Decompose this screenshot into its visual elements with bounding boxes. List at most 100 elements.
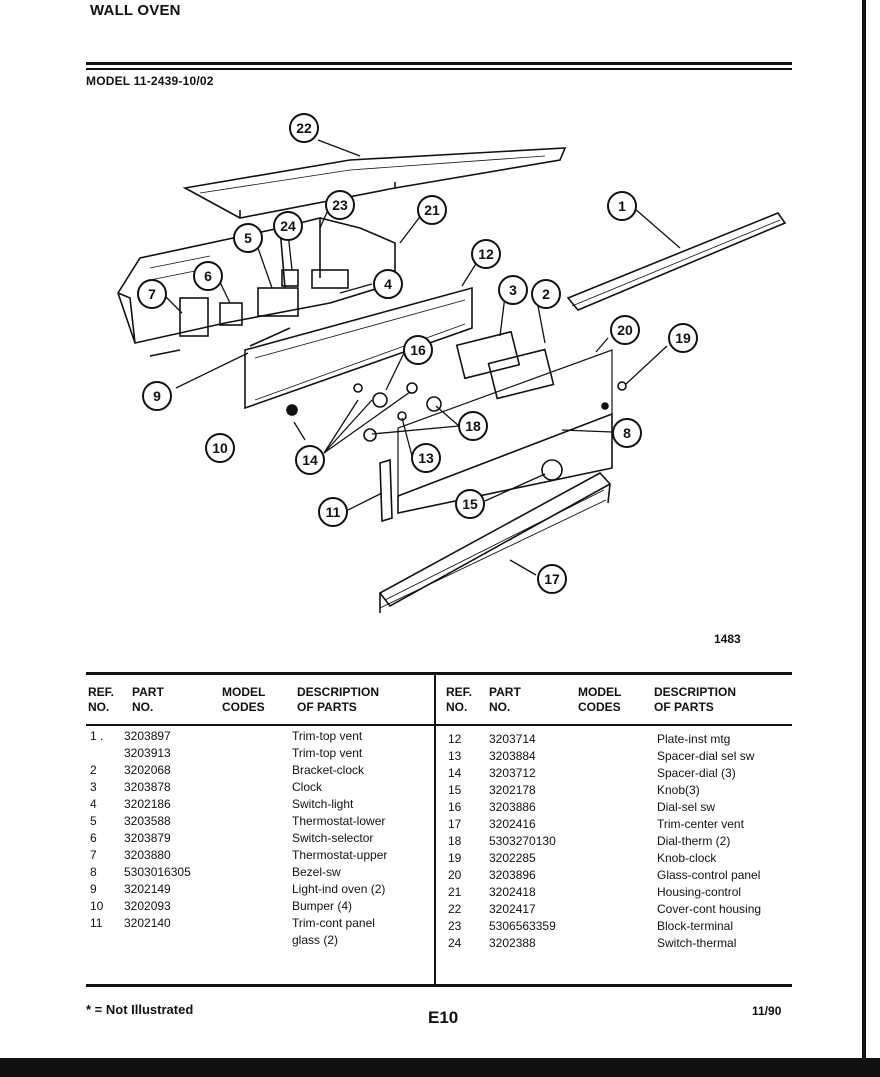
left-ref-cell: 10 — [90, 899, 104, 913]
callout-circle — [537, 564, 567, 594]
left-part-cell: 3202186 — [124, 797, 171, 811]
table-bottom-rule — [86, 984, 792, 987]
header-ref-right: REF.NO. — [446, 685, 473, 714]
left-part-cell: 3203879 — [124, 831, 171, 845]
right-desc-cell: Block-terminal — [657, 919, 734, 933]
callout-17: 17 — [537, 564, 567, 594]
model-number: MODEL 11-2439-10/02 — [86, 74, 214, 88]
scan-border-right — [862, 0, 866, 1077]
right-part-cell: 3203896 — [489, 868, 536, 882]
left-desc-cell: Light-ind oven (2) — [292, 882, 386, 896]
left-ref-cell: 3 — [90, 780, 97, 794]
callout-7: 7 — [137, 279, 167, 309]
left-part-cell: 3203913 — [124, 746, 171, 760]
callout-circle — [612, 418, 642, 448]
left-desc-cell: Trim-cont panel — [292, 916, 375, 930]
left-part-cell: 3202068 — [124, 763, 171, 777]
table-header-rule — [86, 724, 792, 726]
table-top-rule — [86, 672, 792, 675]
callout-circle — [411, 443, 441, 473]
callout-23: 23 — [325, 190, 355, 220]
callout-circle — [289, 113, 319, 143]
left-desc-cell: Trim-top vent — [292, 746, 363, 760]
left-ref-cell: 1 . — [90, 729, 104, 743]
left-desc-cell: Clock — [292, 780, 323, 794]
part-thermostat-lower — [257, 287, 299, 317]
callout-24: 24 — [273, 211, 303, 241]
callout-label: 8 — [623, 425, 631, 441]
callout-circle — [455, 489, 485, 519]
callout-circle — [142, 381, 172, 411]
header-rule-top — [86, 62, 792, 65]
callout-label: 6 — [204, 268, 212, 284]
right-part-cell: 3202417 — [489, 902, 536, 916]
left-ref-cell: 5 — [90, 814, 97, 828]
callout-22: 22 — [289, 113, 319, 143]
left-desc-cell: Bracket-clock — [292, 763, 365, 777]
part-trim-cont-panel — [379, 458, 393, 523]
right-desc-cell: Trim-center vent — [657, 817, 744, 831]
left-ref-cell: 8 — [90, 865, 97, 879]
callout-label: 9 — [153, 388, 161, 404]
callout-16: 16 — [403, 335, 433, 365]
callout-5: 5 — [233, 223, 263, 253]
page-title: WALL OVEN — [90, 2, 181, 19]
left-part-cell: 3203878 — [124, 780, 171, 794]
left-desc-cell: glass (2) — [292, 933, 339, 947]
callout-13: 13 — [411, 443, 441, 473]
revision-date: 11/90 — [752, 1004, 782, 1018]
callout-label: 10 — [212, 440, 228, 456]
callout-label: 1 — [618, 198, 626, 214]
callout-label: 5 — [244, 230, 252, 246]
right-desc-cell: Housing-control — [657, 885, 742, 899]
callout-21: 21 — [417, 195, 447, 225]
table-center-divider — [434, 672, 436, 984]
part-trim-top-vent — [566, 212, 787, 311]
right-ref-cell: 24 — [448, 936, 462, 950]
left-desc-cell: Bumper (4) — [292, 899, 353, 913]
callout-circle — [233, 223, 263, 253]
part-switch-selector — [219, 302, 243, 326]
callout-label: 23 — [332, 197, 348, 213]
left-part-cell: 3202093 — [124, 899, 171, 913]
right-part-cell: 3203712 — [489, 766, 536, 780]
figure-number: 1483 — [714, 632, 741, 646]
right-part-cell: 3203886 — [489, 800, 536, 814]
callout-label: 15 — [462, 496, 478, 512]
callout-9: 9 — [142, 381, 172, 411]
callout-label: 19 — [675, 330, 691, 346]
callout-circle — [417, 195, 447, 225]
part-bracket-clock — [487, 348, 555, 400]
left-desc-cell: Trim-top vent — [292, 729, 363, 743]
left-part-cell: 3203880 — [124, 848, 171, 862]
header-rule-bottom — [86, 68, 792, 70]
right-desc-cell: Spacer-dial (3) — [657, 766, 736, 780]
left-desc-cell: Thermostat-lower — [292, 814, 386, 828]
callout-label: 2 — [542, 286, 550, 302]
right-ref-cell: 20 — [448, 868, 462, 882]
right-ref-cell: 13 — [448, 749, 462, 763]
right-ref-cell: 21 — [448, 885, 462, 899]
callout-14: 14 — [295, 445, 325, 475]
callout-label: 13 — [418, 450, 434, 466]
left-part-cell: 3202140 — [124, 916, 171, 930]
scan-border-bottom — [0, 1058, 880, 1077]
right-ref-cell: 17 — [448, 817, 462, 831]
part-glass-control-panel — [397, 412, 613, 514]
right-ref-cell: 12 — [448, 732, 462, 746]
header-ref-left: REF.NO. — [88, 685, 115, 714]
page-number: E10 — [428, 1008, 459, 1027]
not-illustrated-note: * = Not Illustrated — [86, 1002, 194, 1017]
left-desc-cell: Switch-light — [292, 797, 354, 811]
part-plate-inst-mtg — [244, 286, 473, 410]
